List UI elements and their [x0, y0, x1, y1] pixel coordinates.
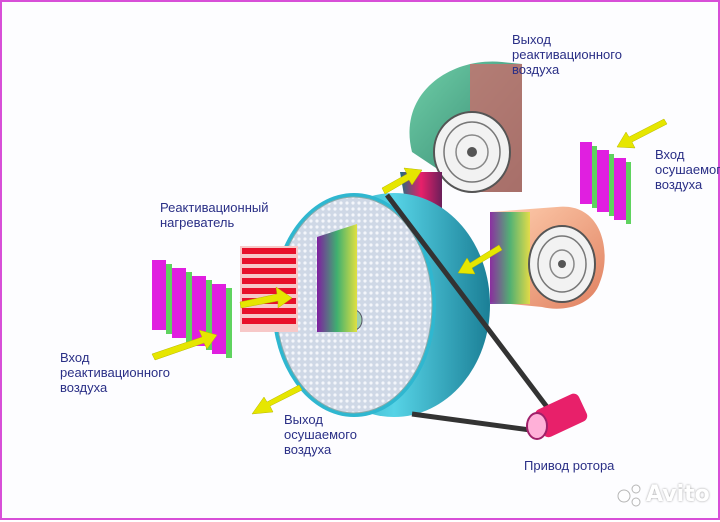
reactivation-inlet-arrow	[151, 329, 218, 361]
reactivation-outlet-arrow	[381, 167, 423, 195]
label-rotor-drive: Привод ротора	[524, 458, 615, 473]
process-fan-arrow	[457, 244, 503, 275]
label-reactivation-outlet: Выход реактивационного воздуха	[512, 32, 622, 77]
label-dried-air-outlet: Выход осушаемого воздуха	[284, 412, 357, 457]
reactivation-fan	[409, 61, 522, 193]
process-fan	[490, 206, 605, 309]
reactivation-heater	[240, 246, 298, 332]
avito-watermark: Avito	[646, 482, 710, 507]
process-inlet-filter	[580, 142, 631, 224]
heater-duct	[317, 224, 357, 332]
avito-logo	[617, 484, 641, 507]
desiccant-rotor	[272, 193, 490, 417]
dried-outlet-arrow	[251, 384, 303, 415]
process-inlet-arrow	[616, 118, 668, 149]
rotor-drive-motor	[526, 393, 588, 440]
heater-arrow	[239, 286, 293, 309]
label-reactivation-inlet: Вход реактивационного воздуха	[60, 350, 170, 395]
airflow-arrows	[151, 118, 668, 415]
label-dried-air-inlet: Вход осушаемого воздуха	[655, 147, 720, 192]
label-reactivation-heater: Реактивационный нагреватель	[160, 200, 269, 230]
